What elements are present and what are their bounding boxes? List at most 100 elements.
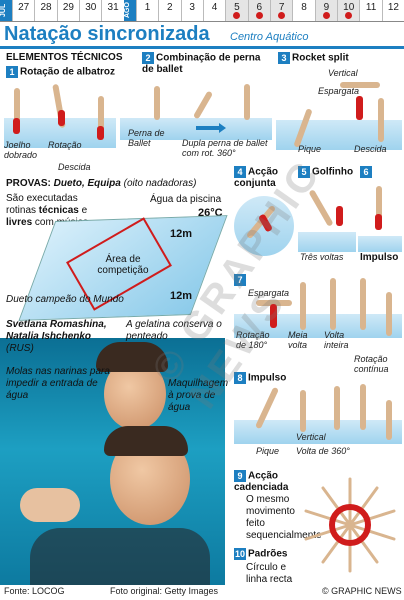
calendar-strip: JUL 27 28 29 30 31 AGO 1 2 3 4 5 6 7 8 9… <box>0 0 404 22</box>
label-pique-8: Pique <box>256 446 280 456</box>
champion-caption: Dueto campeão do Mundo <box>6 294 124 305</box>
calendar-day-event: 6 <box>247 0 270 21</box>
swimmer-figure <box>192 90 214 120</box>
label-vertical-8: Vertical <box>296 432 326 442</box>
section-number: 7 <box>234 274 246 286</box>
swimmer-figure <box>386 400 392 440</box>
calendar-day: 3 <box>180 0 203 21</box>
label-rotacao-continua: Rotação contínua <box>354 354 389 374</box>
water-temp-label: Água da piscina <box>150 194 222 205</box>
label-descida: Descida <box>58 162 91 172</box>
section-number: 6 <box>360 166 372 178</box>
swimmer-figure <box>378 98 384 142</box>
section-number: 4 <box>234 166 246 178</box>
calendar-day: 4 <box>202 0 225 21</box>
calendar-day-event: 10 <box>337 0 360 21</box>
section-number: 1 <box>6 66 18 78</box>
star-center-ring <box>329 504 371 546</box>
calendar-day: 12 <box>381 0 404 21</box>
swimmer-figure <box>300 390 306 432</box>
label-pique: Pique <box>298 144 322 154</box>
calendar-day: 11 <box>359 0 381 21</box>
swimmer-suit <box>356 96 363 120</box>
event-dot <box>255 12 263 19</box>
swimmer-suit <box>270 304 277 328</box>
swimmer-figure <box>256 300 292 306</box>
venue-subtitle: Centro Aquático <box>230 31 309 43</box>
swimmer-figure <box>300 282 306 330</box>
photo-credit: Foto original: Getty Images <box>110 586 219 596</box>
swimmer-suit <box>13 118 20 134</box>
calendar-day-event: 7 <box>269 0 293 21</box>
copyright: © GRAPHIC NEWS <box>322 586 402 596</box>
athlete-name-2: Natalia Ishchenko <box>6 331 92 342</box>
swimmer-figure <box>360 384 366 430</box>
star-formation-diagram <box>304 477 396 573</box>
swimmer-figure <box>244 84 250 120</box>
pool-size-label: 12m <box>170 290 193 302</box>
athlete-name-1: Svetlana Romashina, <box>6 319 107 330</box>
nose-clip-caption: Molas nas narinas para impedir a entrada… <box>6 366 110 401</box>
star-legs <box>304 477 396 573</box>
title-divider <box>0 46 404 49</box>
event-dot <box>345 12 353 19</box>
label-descida-3: Descida <box>354 144 387 154</box>
label-rotacao: Rotação <box>48 140 82 150</box>
calendar-day: 27 <box>12 0 34 21</box>
month-ago: AGO <box>123 0 136 21</box>
water-surface <box>234 314 402 338</box>
swimmer-suit <box>336 206 343 226</box>
section-number: 3 <box>278 52 290 64</box>
section-number: 10 <box>234 548 246 560</box>
label-meia-volta: Meia volta <box>288 330 308 350</box>
direction-arrow <box>196 123 226 133</box>
label-espargata-7: Espargata <box>248 288 290 298</box>
label-espargata: Espargata <box>318 86 360 96</box>
section-number: 5 <box>298 166 310 178</box>
event-dot <box>322 12 330 19</box>
calendar-day: 30 <box>79 0 101 21</box>
pool-size-label: 12m <box>170 228 193 240</box>
swimmer-figure <box>376 186 382 230</box>
label-rotacao-180: Rotação de 180° <box>236 330 270 350</box>
calendar-day: 31 <box>101 0 123 21</box>
calendar-day: 8 <box>292 0 314 21</box>
athlete-hand <box>20 488 80 522</box>
athlete-hair <box>96 342 168 372</box>
swimmer-figure <box>334 386 340 430</box>
event-dot <box>278 12 286 19</box>
section-7-number: 7 <box>234 274 248 286</box>
gelatin-caption: A gelatina conserva o penteado <box>126 319 222 342</box>
provas-line: PROVAS: Dueto, Equipa (oito nadadoras) <box>6 178 197 189</box>
swimmer-figure <box>154 86 160 120</box>
elements-heading: ELEMENTOS TÉCNICOS <box>6 52 123 63</box>
water-surface <box>298 232 356 252</box>
label-impulso-6: Impulso <box>360 252 399 263</box>
section-number: 8 <box>234 372 246 384</box>
athlete-country: (RUS) <box>6 343 34 354</box>
calendar-day: 2 <box>158 0 180 21</box>
label-perna-ballet: Perna de Ballet <box>128 128 165 148</box>
swimmer-suit <box>97 126 104 140</box>
section-number: 9 <box>234 470 246 482</box>
water-surface <box>358 236 402 252</box>
makeup-caption: Maquilhagem à prova de água <box>168 378 229 413</box>
swimmer-suit <box>375 214 382 230</box>
athlete-hair <box>104 426 188 456</box>
athlete-swimsuit <box>30 528 210 585</box>
swimmer-suit <box>58 110 65 126</box>
label-vertical: Vertical <box>328 68 358 78</box>
swimmer-figure <box>360 278 366 330</box>
page-title: Natação sincronizada <box>4 23 210 45</box>
calendar-day-event: 9 <box>314 0 338 21</box>
source-credit: Fonte: LOCOG <box>4 586 65 596</box>
swimmer-figure <box>386 292 392 336</box>
swimmer-figure <box>98 96 104 138</box>
